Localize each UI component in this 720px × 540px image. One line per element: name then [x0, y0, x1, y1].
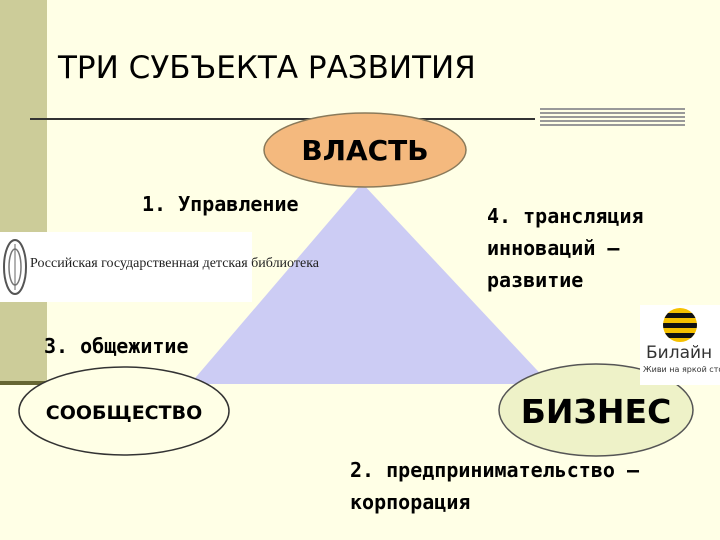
innovation-label-line-2: инноваций – [487, 236, 620, 260]
community-node-label: СООБЩЕСТВО [46, 402, 202, 424]
beeline-logo-slogan: Живи на яркой стороне [643, 365, 720, 374]
library-logo-text: Российская государственная детская библи… [30, 256, 319, 271]
business-node [498, 363, 694, 457]
innovation-label: 4. трансляция инноваций – развитие [487, 200, 644, 296]
entrepreneurship-label-line-1: 2. предпринимательство – [350, 458, 639, 482]
beeline-stripes-icon [663, 308, 697, 342]
left-accent-rule [0, 381, 47, 385]
power-node-label: ВЛАСТЬ [301, 134, 428, 167]
beeline-logo [640, 305, 720, 385]
library-emblem-icon [3, 239, 27, 295]
left-accent-bar [0, 0, 47, 385]
slide-title: ТРИ СУБЪЕКТА РАЗВИТИЯ [58, 50, 476, 86]
innovation-label-line-3: развитие [487, 268, 584, 292]
beeline-logo-name: Билайн [646, 343, 713, 363]
power-node [263, 112, 467, 188]
business-node-label: БИЗНЕС [521, 392, 672, 431]
title-underline [30, 118, 535, 120]
management-label: 1. Управление [142, 192, 299, 216]
triangle [190, 183, 550, 384]
community-node [18, 366, 230, 456]
entrepreneurship-label: 2. предпринимательство – корпорация [350, 454, 639, 518]
innovation-label-line-1: 4. трансляция [487, 204, 644, 228]
title-decoration-stripes [540, 108, 685, 126]
library-logo [0, 232, 252, 302]
community-life-label: 3. общежитие [44, 334, 189, 358]
entrepreneurship-label-line-2: корпорация [350, 490, 471, 514]
